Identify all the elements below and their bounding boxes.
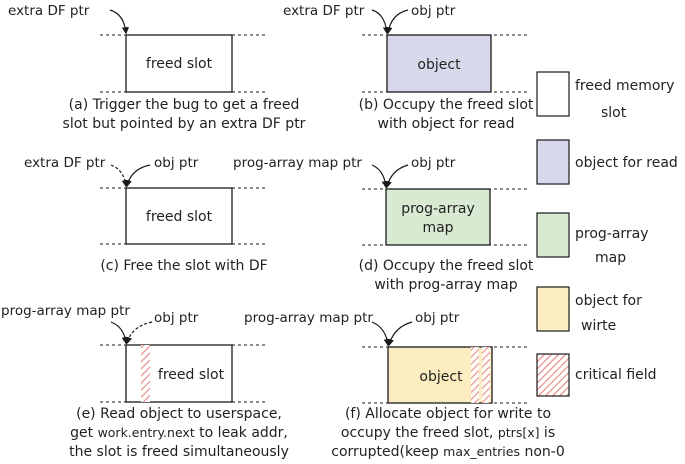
legend-swatch xyxy=(536,286,570,332)
prog-array-map-pointer-arrow xyxy=(110,321,129,345)
legend-swatch xyxy=(536,212,570,258)
slot-label-line-1: prog-array xyxy=(401,201,475,217)
legend-swatch xyxy=(536,139,570,185)
panel-d: prog-array map prog-array map ptr obj pt… xyxy=(233,155,534,293)
obj-pointer-arrow xyxy=(384,164,409,189)
legend-label-line-1: object for read xyxy=(575,155,678,171)
legend-label-line-2: map xyxy=(595,250,626,266)
caption-line-1: (e) Read object to userspace, xyxy=(76,406,282,422)
object-box xyxy=(386,34,492,93)
slot-label-line-2: map xyxy=(422,220,453,236)
extra-df-ptr-label: extra DF ptr xyxy=(283,3,365,19)
caption-line-2: with object for read xyxy=(378,116,515,132)
slot-label: freed slot xyxy=(158,367,225,383)
legend: freed memory slot object for read prog-a… xyxy=(536,71,678,397)
obj-ptr-label: obj ptr xyxy=(411,155,456,171)
obj-pointer-arrow xyxy=(125,321,153,345)
panel-e: freed slot prog-array map ptr obj ptr (e… xyxy=(1,303,289,460)
caption-line-1: (a) Trigger the bug to get a freed xyxy=(69,97,300,113)
code-max-entries: max_entries xyxy=(443,444,520,459)
critical-field-stripe-2 xyxy=(482,347,490,403)
legend-label-line-2: wirte xyxy=(581,318,616,334)
slot-label: object xyxy=(419,369,463,385)
freed-slot-box xyxy=(125,34,233,93)
panel-b: object extra DF ptr obj ptr (b) Occupy t… xyxy=(283,3,534,132)
legend-prog-array-map: prog-array map xyxy=(536,212,649,266)
code-ptrs-x: ptrs[x] xyxy=(498,425,540,440)
prog-array-map-ptr-label: prog-array map ptr xyxy=(1,303,130,319)
caption-line-1: (c) Free the slot with DF xyxy=(100,258,267,274)
extra-df-pointer-arrow xyxy=(110,164,129,188)
caption-line-2: slot but pointed by an extra DF ptr xyxy=(63,116,306,132)
obj-pointer-arrow xyxy=(387,321,413,347)
critical-field-stripe-1 xyxy=(471,347,479,403)
slot-label: object xyxy=(417,57,461,73)
legend-label-line-1: critical field xyxy=(575,367,657,383)
caption-line-2: get work.entry.next to leak addr, xyxy=(70,425,288,441)
legend-critical-field: critical field xyxy=(536,353,657,397)
obj-ptr-label: obj ptr xyxy=(411,3,456,19)
caption-line-1: (d) Occupy the freed slot xyxy=(359,258,534,274)
caption-line-1: (f) Allocate object for write to xyxy=(345,406,551,422)
obj-ptr-label: obj ptr xyxy=(415,310,460,326)
caption-line-2: occupy the freed slot, ptrs[x] is xyxy=(341,425,555,441)
prog-array-map-ptr-label: prog-array map ptr xyxy=(233,155,362,171)
prog-array-map-box xyxy=(385,188,491,246)
extra-df-pointer-arrow xyxy=(109,9,129,35)
obj-ptr-label: obj ptr xyxy=(154,310,199,326)
panel-c: freed slot extra DF ptr obj ptr (c) Free… xyxy=(24,155,268,274)
legend-object-for-read: object for read xyxy=(536,139,678,185)
legend-label-line-1: freed memory xyxy=(575,78,674,94)
obj-pointer-arrow xyxy=(124,164,151,188)
caption-line-2: with prog-array map xyxy=(374,277,517,293)
code-work-entry-next: work.entry.next xyxy=(98,425,195,440)
legend-label-line-1: object for xyxy=(575,293,642,309)
panel-a: freed slot extra DF ptr (a) Trigger the … xyxy=(8,3,306,132)
legend-swatch xyxy=(536,71,570,117)
legend-object-for-write: object for wirte xyxy=(536,286,642,334)
prog-array-map-ptr-label: prog-array map ptr xyxy=(244,310,373,326)
extra-df-ptr-label: extra DF ptr xyxy=(8,3,90,19)
critical-field-stripe xyxy=(141,345,150,402)
prog-array-map-pointer-arrow xyxy=(371,321,391,347)
caption-line-3: the slot is freed simultaneously xyxy=(69,444,289,460)
legend-freed-memory-slot: freed memory slot xyxy=(536,71,674,121)
legend-label-line-1: prog-array xyxy=(575,226,649,242)
legend-label-line-2: slot xyxy=(601,105,627,121)
freed-slot-box xyxy=(125,187,233,245)
obj-pointer-arrow xyxy=(385,9,409,35)
obj-ptr-label: obj ptr xyxy=(154,155,199,171)
panel-f: object prog-array map ptr obj ptr (f) Al… xyxy=(244,310,565,460)
prog-array-map-pointer-arrow xyxy=(371,164,389,189)
extra-df-pointer-arrow xyxy=(371,9,390,35)
caption-line-1: (b) Occupy the freed slot xyxy=(359,97,534,113)
slot-label: freed slot xyxy=(146,56,213,72)
slot-label: freed slot xyxy=(146,209,213,225)
extra-df-ptr-label: extra DF ptr xyxy=(24,155,106,171)
caption-line-3: corrupted(keep max_entries non-0 xyxy=(331,444,564,460)
legend-swatch xyxy=(536,353,570,397)
